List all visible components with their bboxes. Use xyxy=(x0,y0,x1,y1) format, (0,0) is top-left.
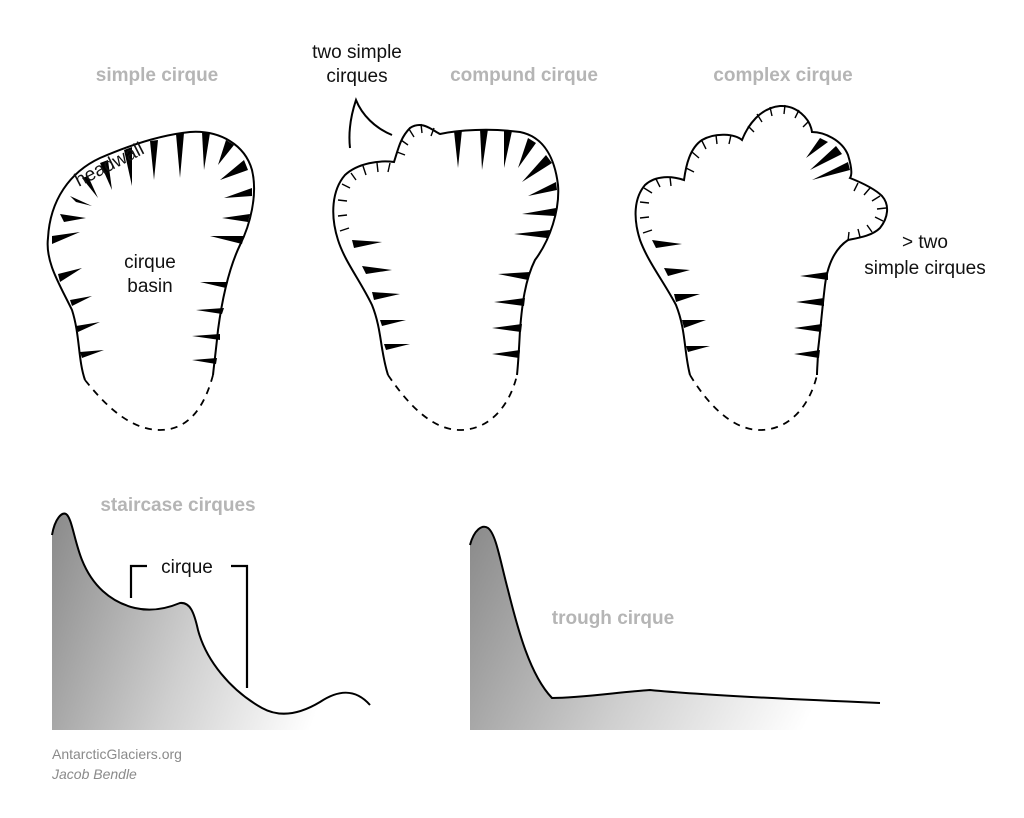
simple-cirque-open-mouth xyxy=(84,374,214,431)
compound-cirque-open-mouth xyxy=(387,374,518,431)
trough-profile-line xyxy=(469,525,881,704)
simple-cirque-title: simple cirque xyxy=(96,65,219,86)
compound-cirque-panel: compund cirque two simple cirques xyxy=(312,42,598,431)
trough-profile-fill xyxy=(470,526,880,730)
staircase-cirques-panel: staircase cirques cirque xyxy=(51,495,371,730)
complex-cirque-small-ticks xyxy=(639,104,887,242)
credits: AntarcticGlaciers.org Jacob Bendle xyxy=(51,746,182,782)
callout-pointer xyxy=(348,97,393,149)
staircase-cirques-title: staircase cirques xyxy=(100,495,255,516)
simple-cirque-headwall-triangles xyxy=(52,132,252,364)
cirque-basin-label-line1: cirque xyxy=(124,252,176,273)
trough-cirque-title: trough cirque xyxy=(552,608,674,629)
complex-cirque-headwall-triangles xyxy=(652,138,850,358)
complex-cirque-open-mouth xyxy=(689,374,818,431)
more-than-two-note-line2: simple cirques xyxy=(864,258,985,279)
staircase-profile-fill xyxy=(52,513,370,730)
complex-cirque-title: complex cirque xyxy=(713,65,852,86)
complex-cirque-outline xyxy=(634,104,888,376)
compound-cirque-small-ticks xyxy=(337,123,435,232)
simple-cirque-panel: simple cirque headwall xyxy=(46,65,256,431)
trough-cirque-panel: trough cirque xyxy=(469,525,881,730)
two-simple-cirques-note-line1: two simple xyxy=(312,42,402,63)
staircase-profile-line xyxy=(51,512,371,715)
complex-cirque-panel: complex cirque > two simple cirques xyxy=(634,65,986,431)
credit-author: Jacob Bendle xyxy=(51,766,137,782)
two-simple-cirques-note-line2: cirques xyxy=(326,66,387,87)
compound-cirque-title: compund cirque xyxy=(450,65,598,86)
compound-cirque-headwall-triangles xyxy=(352,129,557,358)
cirque-bracket xyxy=(129,564,249,688)
staircase-cirque-label: cirque xyxy=(161,557,213,578)
simple-cirque-outline xyxy=(46,130,256,381)
credit-site: AntarcticGlaciers.org xyxy=(52,746,182,762)
compound-cirque-outline xyxy=(332,124,560,376)
more-than-two-note-line1: > two xyxy=(902,232,948,253)
cirque-basin-label-line2: basin xyxy=(127,276,172,297)
